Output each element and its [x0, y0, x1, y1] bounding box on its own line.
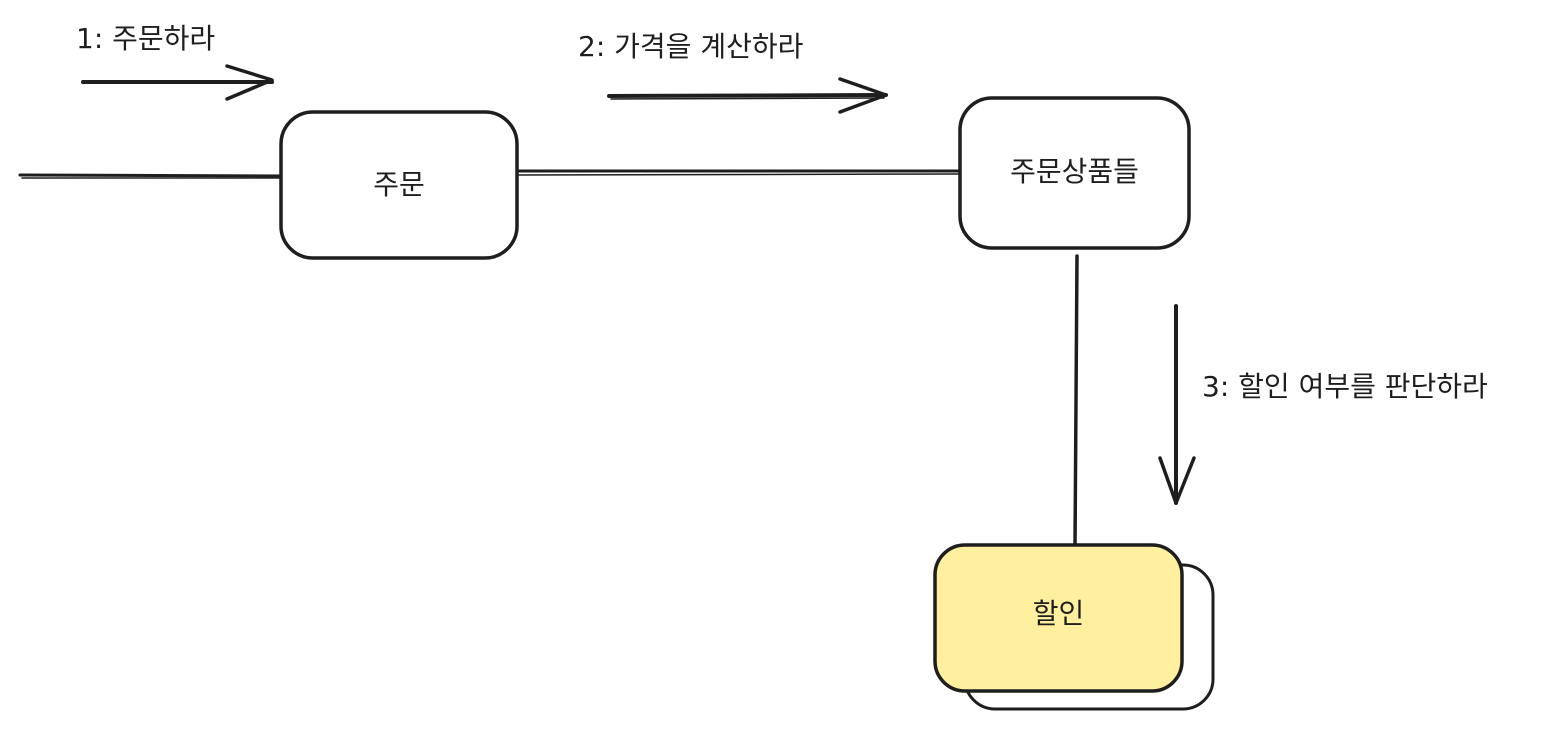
message-arrow-2 [607, 77, 888, 114]
discount-node[interactable] [933, 543, 1184, 693]
order-items-node[interactable] [958, 96, 1191, 250]
message-arrow-3 [1158, 304, 1196, 505]
order-node[interactable] [279, 110, 519, 260]
discount-node-label: 할인 [1032, 597, 1085, 630]
message-label-3: 3: 할인 여부를 판단하라 [1202, 370, 1488, 403]
incoming-link [18, 173, 290, 178]
message-label-2: 2: 가격을 계산하라 [578, 30, 804, 63]
message-arrow-1 [81, 64, 274, 101]
order-items-node-label: 주문상품들 [1010, 155, 1139, 188]
link-order-items-to-discount [1073, 254, 1079, 549]
message-label-1: 1: 주문하라 [76, 22, 216, 55]
order-node-label: 주문 [373, 168, 425, 201]
